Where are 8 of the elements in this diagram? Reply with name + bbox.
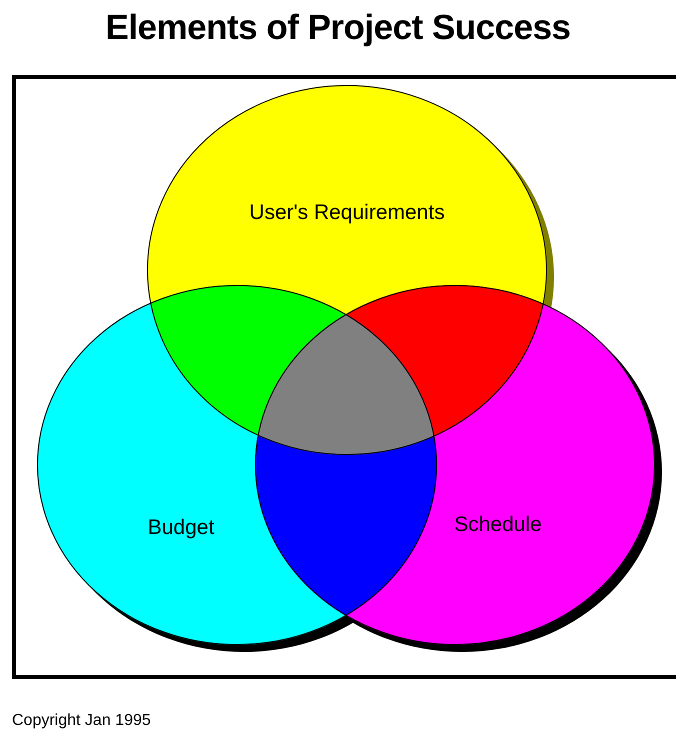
venn-circle (37, 285, 437, 645)
circle-label: Schedule (453, 512, 543, 538)
circle-label: Budget (146, 515, 216, 541)
venn-circle (255, 285, 655, 645)
venn-circle (147, 85, 547, 455)
circle-label: User's Requirements (248, 200, 446, 226)
copyright-note: Copyright Jan 1995 (12, 712, 151, 730)
diagram-title: Elements of Project Success (104, 8, 572, 48)
